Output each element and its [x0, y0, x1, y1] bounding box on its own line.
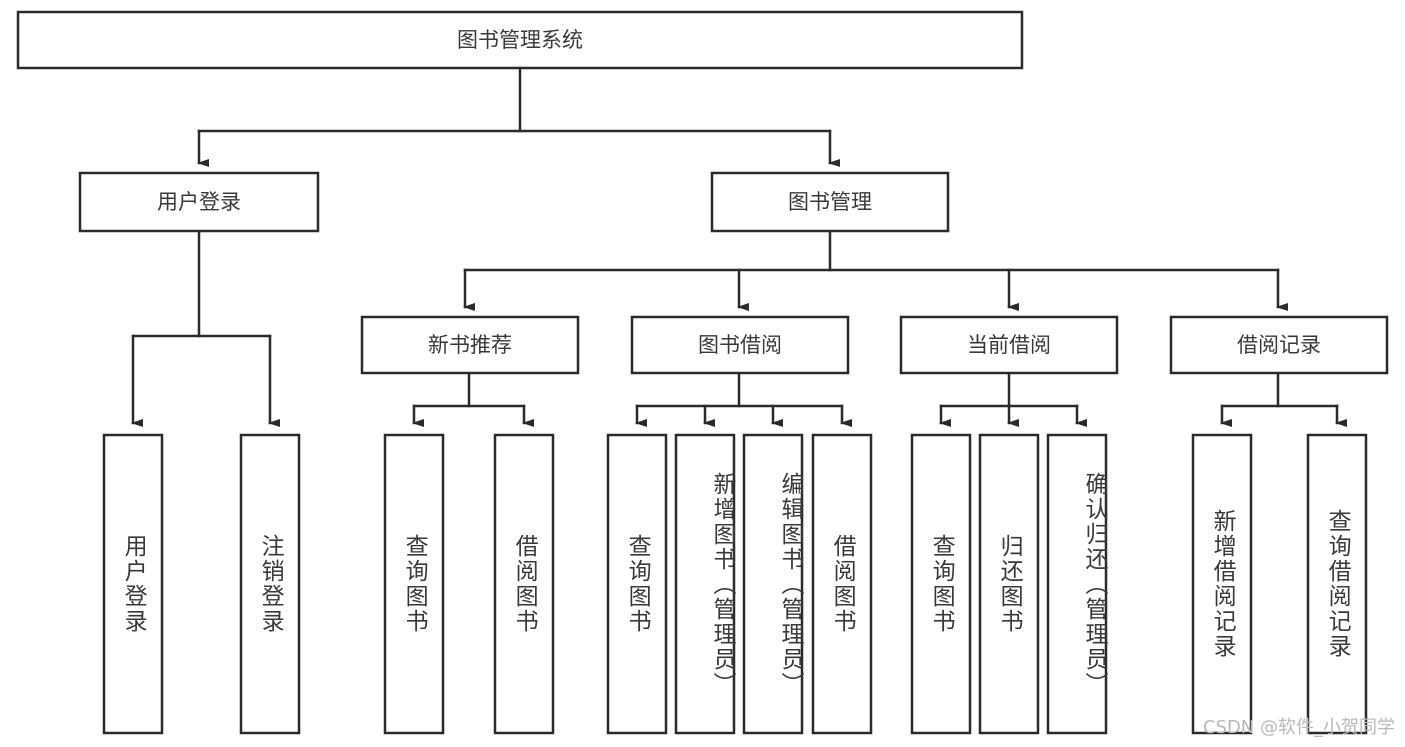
- node-leaf-box[interactable]: [606, 433, 668, 735]
- node-borrow-record-label: 借阅记录: [1237, 333, 1321, 357]
- node-leaf-box[interactable]: [978, 433, 1040, 735]
- node-current-borrow-label: 当前借阅: [967, 333, 1051, 357]
- node-leaf-box[interactable]: [1306, 433, 1368, 735]
- node-current-borrow-box[interactable]: [899, 315, 1119, 375]
- node-leaf-box[interactable]: [674, 433, 736, 735]
- node-leaf-box[interactable]: [910, 433, 972, 735]
- node-book-manage-label: 图书管理: [788, 190, 872, 214]
- node-new-book-box[interactable]: [360, 315, 580, 375]
- node-book-borrow-label: 图书借阅: [698, 333, 782, 357]
- node-book-borrow-box[interactable]: [630, 315, 850, 375]
- node-leaf-box[interactable]: [383, 433, 445, 735]
- node-user-login-label: 用户登录: [157, 190, 241, 214]
- node-leaf-box[interactable]: [102, 433, 164, 735]
- node-leaf-box[interactable]: [493, 433, 555, 735]
- node-borrow-record-box[interactable]: [1169, 315, 1389, 375]
- csdn-watermark: CSDN @软件_小贺同学: [1202, 717, 1395, 738]
- node-new-book-label: 新书推荐: [428, 333, 512, 357]
- node-leaf-box[interactable]: [239, 433, 301, 735]
- node-user-login-box[interactable]: [78, 171, 320, 233]
- node-root-label: 图书管理系统: [457, 28, 583, 52]
- node-book-manage-box[interactable]: [710, 171, 950, 233]
- node-leaf-box[interactable]: [742, 433, 804, 735]
- node-leaf-box[interactable]: [1191, 433, 1253, 735]
- node-root-box[interactable]: [16, 10, 1024, 70]
- node-leaf-box[interactable]: [811, 433, 873, 735]
- node-leaf-box[interactable]: [1046, 433, 1108, 735]
